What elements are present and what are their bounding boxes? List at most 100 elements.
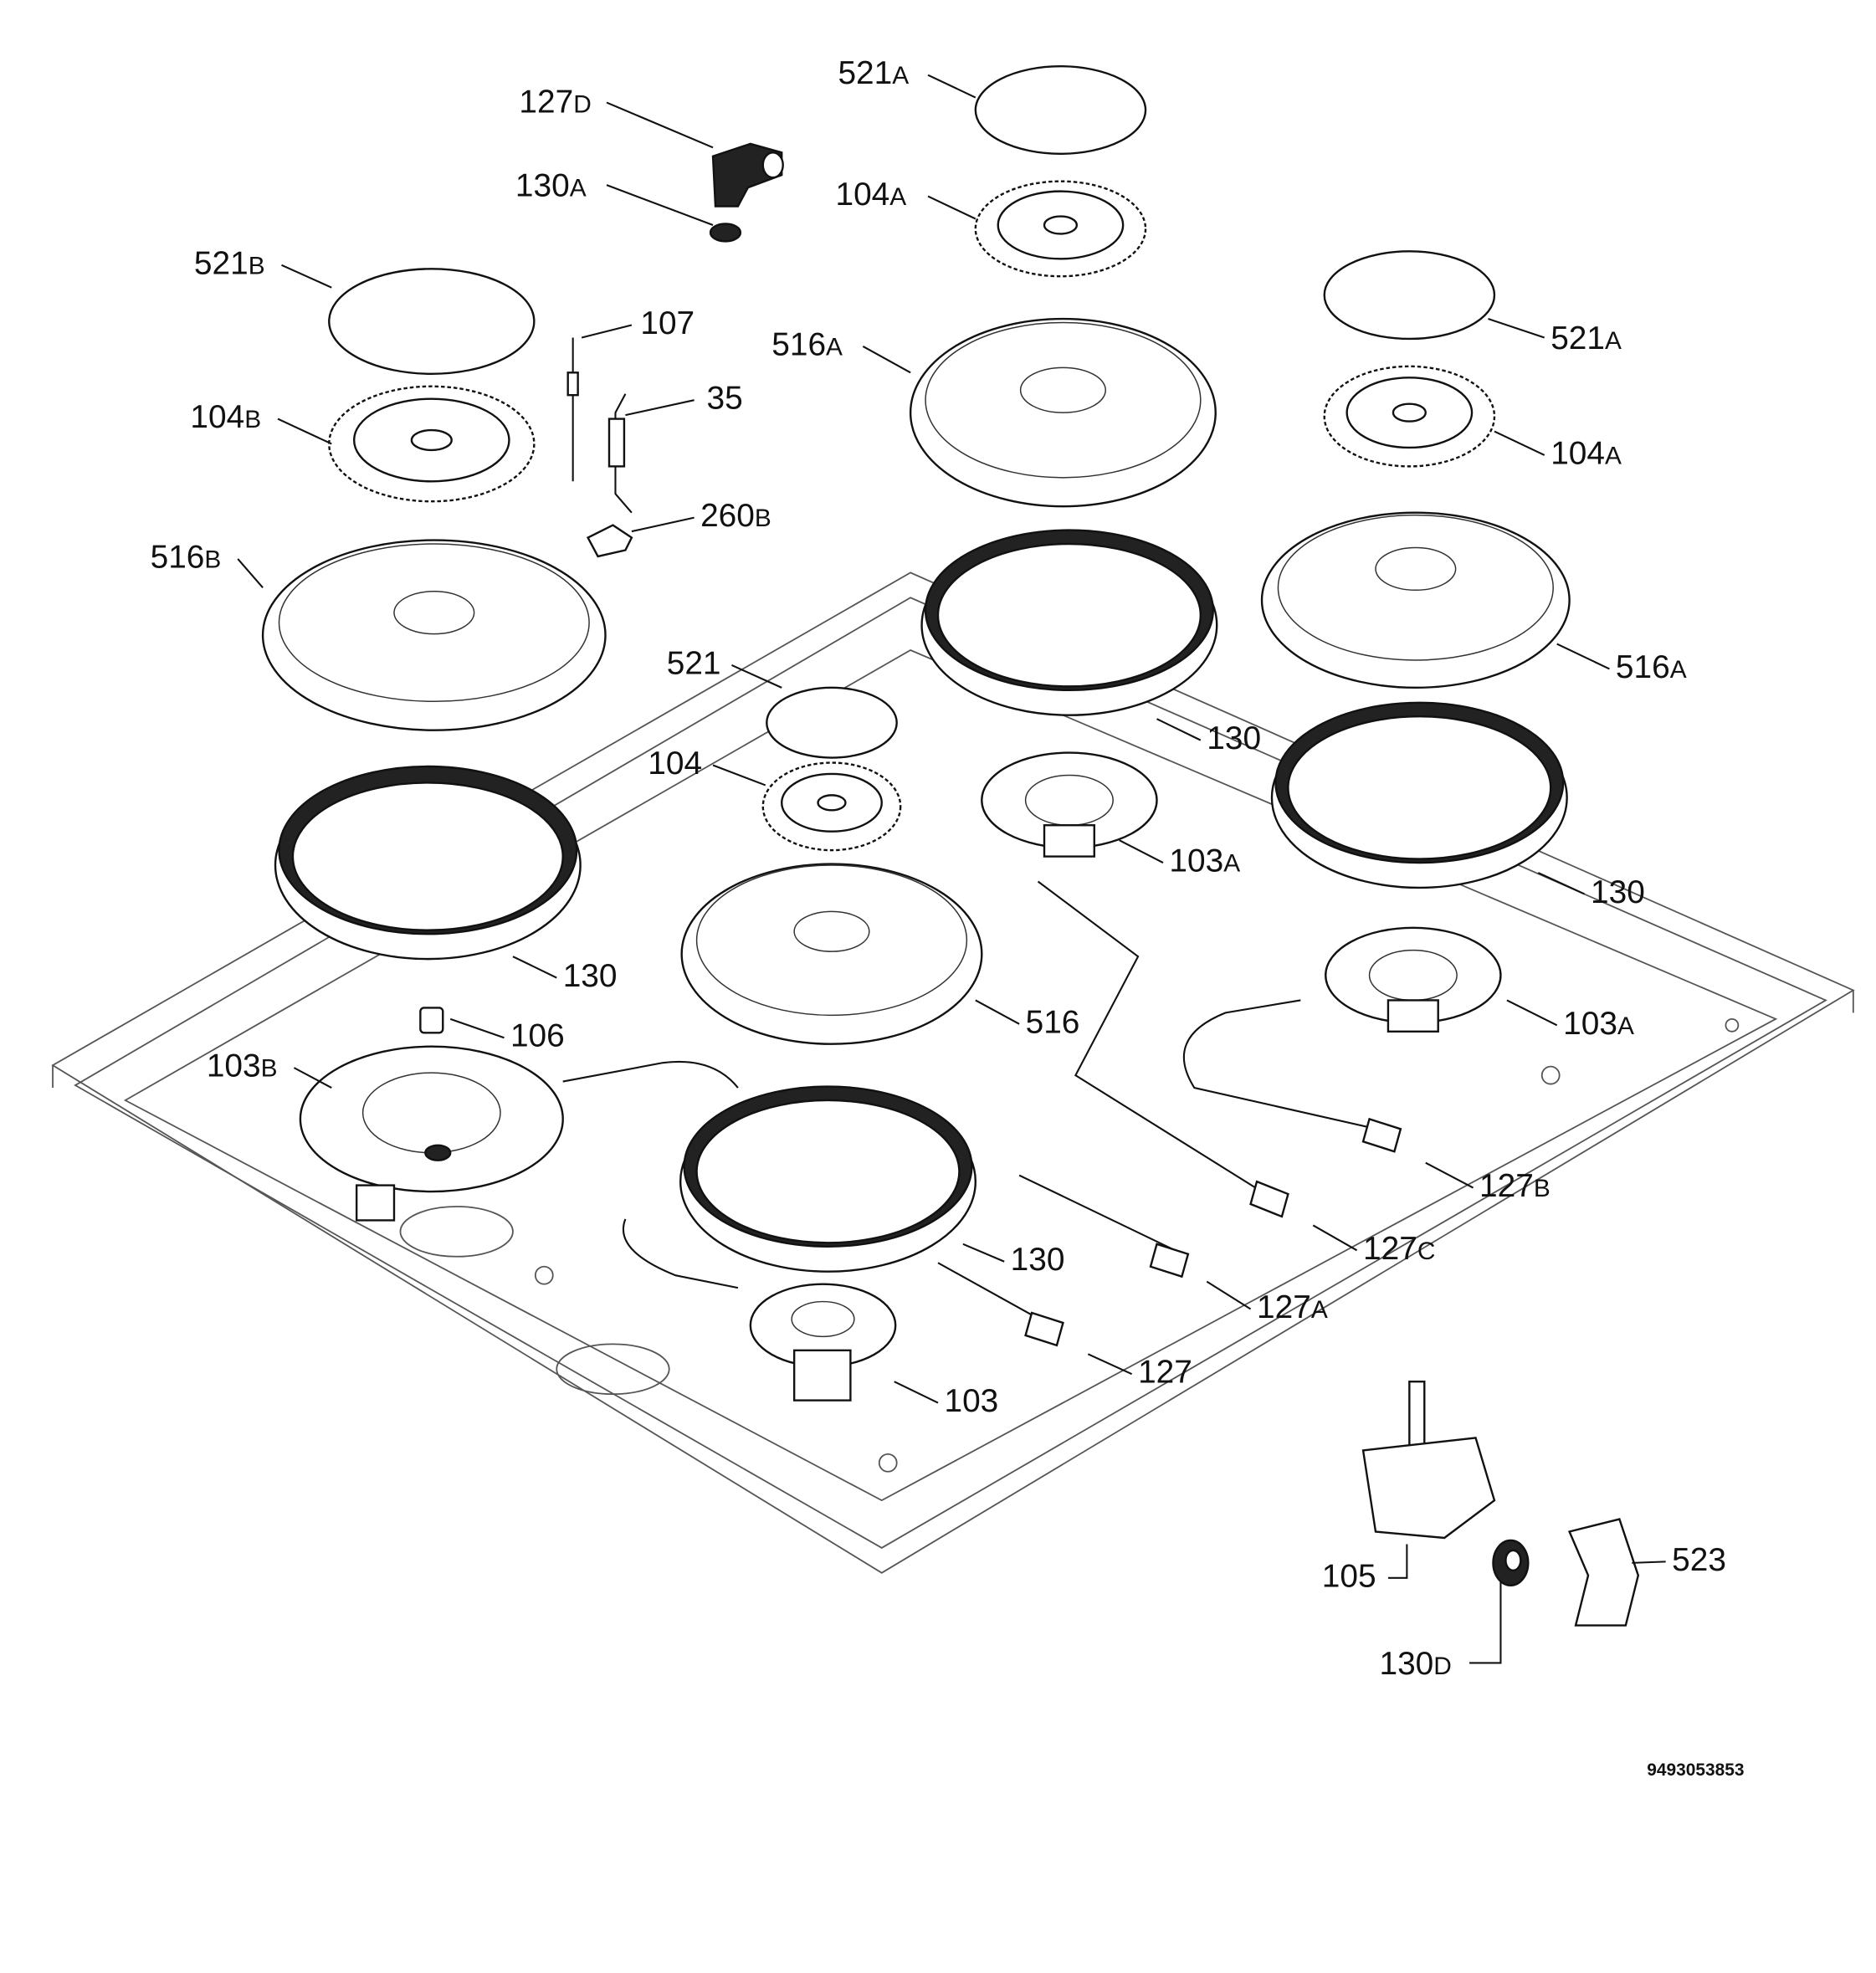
burner-crown-104 [761,761,902,852]
part-label-127: 127 [1138,1355,1192,1391]
part-label-127a: 127A [1257,1289,1328,1325]
part-label-107: 107 [640,305,695,341]
part-label-105: 105 [1322,1558,1376,1594]
part-number: 127 [519,84,573,120]
part-label-521a: 521A [1551,320,1622,356]
leader-line [1156,718,1202,741]
burner-base-103 [749,1283,897,1402]
seal-130d [1492,1539,1530,1586]
leader-line [1494,430,1545,456]
spark-plug-35 [607,393,633,514]
thermocouple-107 [566,337,579,482]
burner-cap-516 [680,863,983,1045]
leader-line [894,1381,939,1404]
part-label-103a: 103A [1563,1006,1634,1042]
leader-line [1556,643,1610,670]
part-label-516: 516 [1026,1004,1080,1040]
part-number: 127 [1138,1355,1192,1391]
part-suffix: A [570,175,587,202]
leader-line [927,195,976,220]
leader-line [237,558,264,589]
part-number: 130 [1379,1646,1433,1682]
burner-crown-104a-right [1323,365,1496,468]
gas-valve-105 [1361,1381,1496,1540]
part-number: 130 [515,168,570,204]
hob-tray [51,571,1855,1574]
leader-line [277,418,332,445]
part-label-104a: 104A [835,177,906,213]
part-label-523: 523 [1672,1542,1726,1578]
part-label-130: 130 [563,958,618,994]
part-number: 260 [700,498,755,534]
leader-line [1387,1544,1408,1579]
part-number: 521 [838,55,892,91]
part-label-521b: 521B [194,245,265,281]
part-suffix: A [889,183,906,211]
leader-line [606,184,714,226]
part-number: 516 [151,539,205,575]
leader-line [1425,1161,1474,1189]
injector-106 [419,1007,444,1034]
part-label-130: 130 [1011,1242,1065,1278]
leader-line [1469,1581,1502,1664]
part-number: 130 [1207,720,1261,756]
leader-line [1488,318,1545,339]
leader-line [631,516,695,533]
leader-line [731,664,782,689]
part-suffix: A [1670,656,1687,684]
burner-base-103b [299,1045,564,1222]
leader-line [1119,839,1164,864]
part-number: 523 [1672,1542,1726,1578]
part-number: 106 [510,1018,565,1054]
leader-line [1537,872,1585,895]
part-suffix: B [249,252,265,279]
part-label-516a: 516A [1616,649,1687,685]
part-number: 127 [1363,1231,1417,1267]
gas-pipes [562,880,1402,1347]
part-number: 516 [1616,649,1670,685]
part-number: 107 [640,305,695,341]
part-number: 521 [194,245,249,281]
leader-line [1087,1353,1133,1376]
part-label-127d: 127D [519,84,591,120]
part-suffix: B [244,406,261,433]
part-label-521a: 521A [838,55,909,91]
part-label-103b: 103B [207,1048,278,1084]
burner-base-103a-right [1325,926,1502,1033]
part-suffix: A [1311,1296,1328,1324]
leader-line [512,956,557,979]
leader-line [581,324,633,339]
burner-ring-521 [766,686,898,759]
part-suffix: A [1617,1012,1634,1040]
part-number: 516 [1026,1004,1080,1040]
leader-line [449,1017,505,1039]
burner-ring-521a-right [1323,250,1496,341]
leader-line [1506,999,1558,1027]
part-suffix: A [1223,850,1240,878]
parts [261,65,1640,1627]
part-suffix: B [204,546,221,573]
burner-cap-516a-top [909,317,1217,508]
seal-ring-130-right [1270,701,1568,889]
part-label-104b: 104B [190,399,261,435]
leader-line [625,399,695,417]
leader-line [1312,1224,1358,1252]
leader-line [293,1067,332,1089]
clip-523 [1567,1518,1640,1627]
burner-crown-104a-top [974,180,1147,278]
elbow-connector-127d [709,142,784,243]
part-suffix: B [261,1055,278,1083]
part-number: 103 [944,1383,998,1419]
burner-ring-521b [328,268,536,375]
leader-line [1206,1280,1252,1310]
leader-line [606,101,714,149]
part-label-130: 130 [1591,874,1645,910]
part-label-130: 130 [1207,720,1261,756]
leader-line [927,74,976,99]
washer-130a [709,223,742,243]
part-suffix: B [755,505,771,532]
part-number: 127 [1257,1289,1311,1325]
part-suffix: D [1433,1653,1452,1680]
part-suffix: D [573,90,592,118]
leader-line [862,346,911,374]
